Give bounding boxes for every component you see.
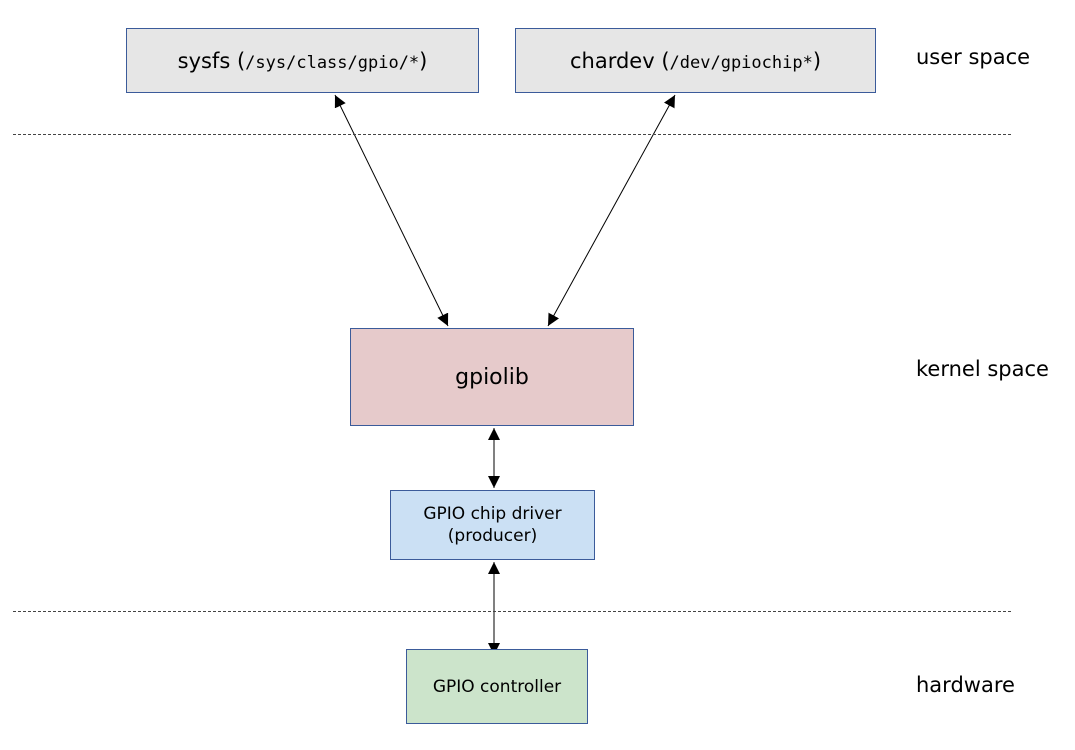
sysfs-box: sysfs (/sys/class/gpio/*) <box>126 28 479 93</box>
layer-label-user-space: user space <box>916 45 1031 69</box>
chardev-label: chardev (/dev/gpiochip*) <box>569 48 822 73</box>
chardev-path: /dev/gpiochip* <box>669 52 813 73</box>
gpio-controller-box: GPIO controller <box>406 649 588 724</box>
chardev-box: chardev (/dev/gpiochip*) <box>515 28 876 93</box>
sysfs-label: sysfs (/sys/class/gpio/*) <box>177 48 428 73</box>
layer-label-kernel-space: kernel space <box>916 357 1049 381</box>
arrow-chardev-gpiolib <box>547 94 676 327</box>
driver-label-line1: GPIO chip driver <box>423 504 562 524</box>
layer-label-hardware: hardware <box>916 673 1015 697</box>
arrow-sysfs-gpiolib <box>334 94 449 327</box>
driver-label-line2: (producer) <box>447 526 538 546</box>
controller-label: GPIO controller <box>432 676 562 697</box>
sysfs-path: /sys/class/gpio/* <box>245 52 420 73</box>
user-kernel-divider <box>13 134 1011 135</box>
gpio-chip-driver-box: GPIO chip driver (producer) <box>390 490 595 560</box>
kernel-hardware-divider <box>13 611 1011 612</box>
gpiolib-box: gpiolib <box>350 328 634 426</box>
gpiolib-label: gpiolib <box>455 364 529 390</box>
